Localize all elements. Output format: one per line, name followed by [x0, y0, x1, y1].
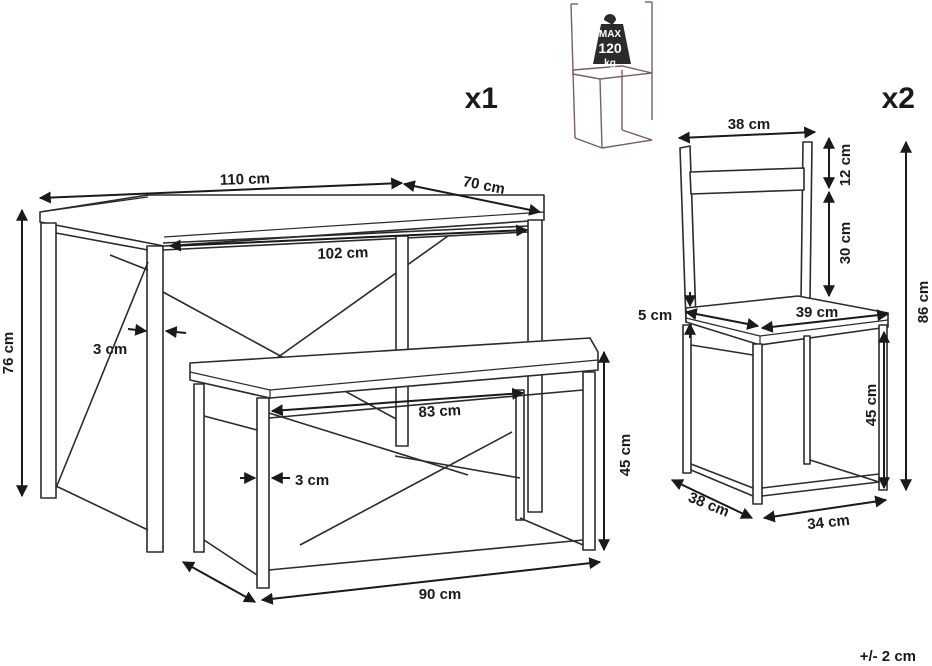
chair-seat-thickness-label: 5 cm: [638, 307, 672, 324]
chair-drawing: [679, 141, 889, 505]
table-set-quantity: x1: [465, 82, 498, 115]
weight-icon: [593, 14, 631, 64]
chair-quantity: x2: [882, 82, 915, 115]
chair-back-panel-label: 12 cm: [837, 144, 854, 187]
chair-seat-width-label: 39 cm: [796, 304, 839, 321]
chair-base-depth-label: 38 cm: [686, 489, 732, 521]
chair-total-height-label: 86 cm: [915, 281, 932, 324]
table-width-label: 110 cm: [220, 170, 271, 189]
max-load-unit: kg: [604, 58, 616, 69]
table-height-label: 76 cm: [0, 332, 17, 375]
chair-base-width-label: 34 cm: [806, 512, 850, 533]
bench-leg-label: 3 cm: [295, 472, 329, 489]
max-load-reference-chair: MAX 120 kg: [570, 1, 653, 149]
chair-back-width-label: 38 cm: [728, 116, 771, 133]
bench-inner-width-label: 83 cm: [418, 402, 461, 421]
table-inner-width-label: 102 cm: [317, 244, 368, 263]
table-leg-label: 3 cm: [93, 341, 127, 358]
chair-back-gap-label: 30 cm: [837, 222, 854, 265]
dimension-lines: [16, 126, 912, 605]
max-load-label: MAX: [599, 29, 622, 40]
bench-width-label: 90 cm: [419, 586, 462, 603]
chair-seat-height-label: 45 cm: [863, 384, 880, 427]
max-load-value: 120: [598, 40, 622, 56]
tolerance-note: +/- 2 cm: [860, 648, 916, 665]
bench-height-label: 45 cm: [617, 434, 634, 477]
